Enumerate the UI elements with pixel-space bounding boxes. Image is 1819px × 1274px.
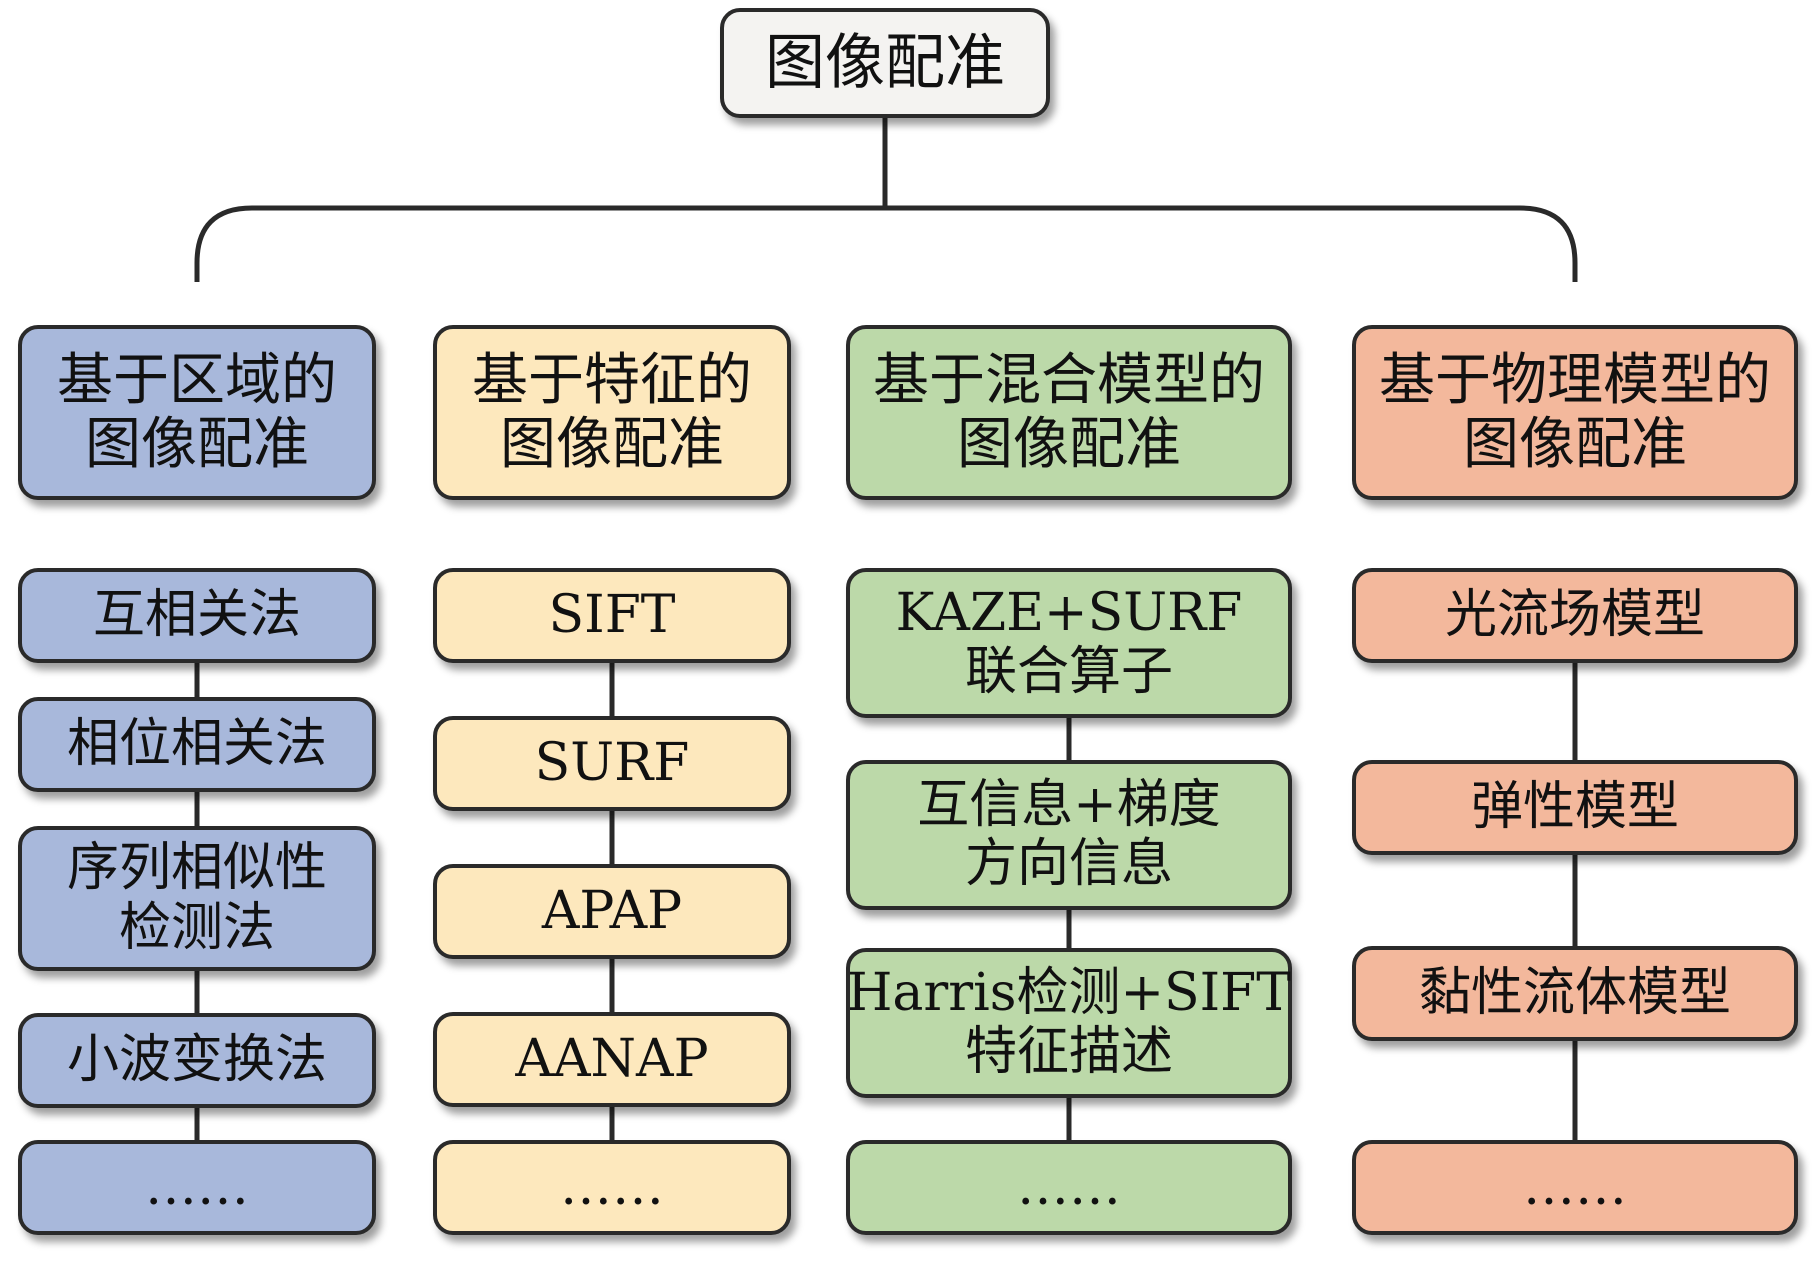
method-physical-2-text: 黏性流体模型 — [1418, 962, 1731, 1023]
category-hybrid: 基于混合模型的图像配准 — [846, 325, 1292, 500]
method-feature-1-text: SURF — [534, 732, 690, 793]
method-hybrid-2-text: 特征描述 — [964, 1022, 1173, 1082]
method-feature-2: APAP — [433, 864, 791, 959]
category-physical-text: 基于物理模型的 — [1379, 347, 1771, 413]
method-physical-2: 黏性流体模型 — [1352, 946, 1798, 1041]
method-feature-0: SIFT — [433, 568, 791, 663]
category-region: 基于区域的图像配准 — [18, 325, 376, 500]
method-physical-0: 光流场模型 — [1352, 568, 1798, 663]
category-feature: 基于特征的图像配准 — [433, 325, 791, 500]
method-region-2-text: 检测法 — [118, 897, 275, 958]
method-region-2: 序列相似性检测法 — [18, 826, 376, 971]
category-feature-text: 图像配准 — [500, 411, 724, 477]
method-physical-1: 弹性模型 — [1352, 760, 1798, 855]
method-region-0-text: 互相关法 — [92, 584, 301, 645]
method-region-0: 互相关法 — [18, 568, 376, 663]
method-feature-3-text: AANAP — [515, 1028, 709, 1089]
category-region-text: 基于区域的 — [57, 347, 337, 413]
method-region-4-text: …… — [145, 1156, 249, 1217]
category-feature-text: 基于特征的 — [472, 347, 752, 413]
category-physical-text: 图像配准 — [1463, 411, 1687, 477]
method-hybrid-2-text: Harris检测+SIFT — [847, 962, 1291, 1023]
category-physical: 基于物理模型的图像配准 — [1352, 325, 1798, 500]
method-feature-1: SURF — [433, 716, 791, 811]
method-region-2-text: 序列相似性 — [66, 838, 327, 899]
method-hybrid-0-text: KAZE+SURF — [895, 582, 1243, 643]
method-feature-0-text: SIFT — [548, 584, 676, 645]
method-hybrid-1-text: 方向信息 — [964, 834, 1173, 894]
method-hybrid-3-text: …… — [1017, 1156, 1121, 1217]
method-feature-4-text: …… — [560, 1156, 664, 1217]
method-feature-4: …… — [433, 1140, 791, 1235]
branch-bracket-line — [194, 205, 1578, 282]
method-hybrid-0-text: 联合算子 — [964, 642, 1173, 702]
method-region-3: 小波变换法 — [18, 1013, 376, 1108]
method-region-3-text: 小波变换法 — [66, 1029, 327, 1090]
category-hybrid-text: 图像配准 — [957, 411, 1181, 477]
method-region-1: 相位相关法 — [18, 697, 376, 792]
method-hybrid-1: 互信息+梯度方向信息 — [846, 760, 1292, 910]
method-physical-3: …… — [1352, 1140, 1798, 1235]
method-physical-0-text: 光流场模型 — [1444, 584, 1705, 645]
method-hybrid-1-text: 互信息+梯度 — [917, 774, 1221, 835]
root-node-text: 图像配准 — [765, 27, 1005, 98]
method-physical-3-text: …… — [1523, 1156, 1627, 1217]
category-region-text: 图像配准 — [85, 411, 309, 477]
method-physical-1-text: 弹性模型 — [1470, 776, 1679, 837]
method-feature-2-text: APAP — [541, 880, 683, 941]
root-node: 图像配准 — [720, 8, 1050, 118]
method-feature-3: AANAP — [433, 1012, 791, 1107]
method-hybrid-3: …… — [846, 1140, 1292, 1235]
category-hybrid-text: 基于混合模型的 — [873, 347, 1265, 413]
method-region-1-text: 相位相关法 — [66, 713, 327, 774]
method-region-4: …… — [18, 1140, 376, 1235]
